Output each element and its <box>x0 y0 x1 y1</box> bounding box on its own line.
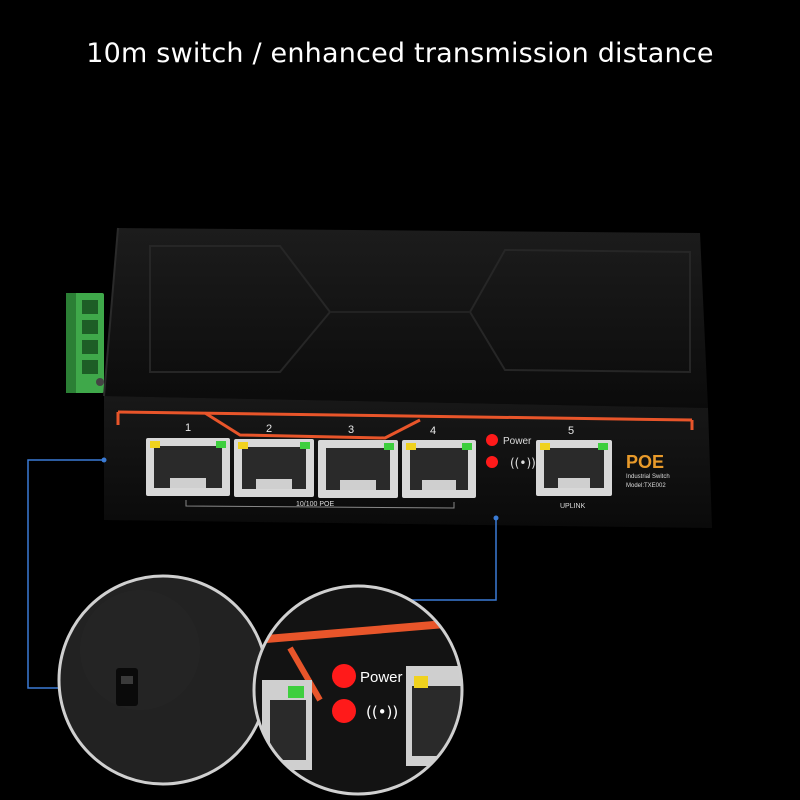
uplink-label: UPLINK <box>560 503 586 510</box>
terminal-block <box>66 293 104 393</box>
port-number-1: 1 <box>185 422 191 434</box>
power-led <box>486 434 498 446</box>
link-led-yellow <box>540 443 550 450</box>
headline: 10m switch / enhanced transmission dista… <box>86 38 714 69</box>
link-led-yellow <box>150 441 160 448</box>
zoom-link-led-green <box>288 686 304 698</box>
model-label: Model:TXE002 <box>626 483 666 489</box>
port-number-3: 3 <box>348 424 354 436</box>
link-led-green <box>384 443 394 450</box>
port-number-4: 4 <box>430 425 436 437</box>
link-led-yellow <box>406 443 416 450</box>
rj45-port-2[interactable] <box>234 439 314 497</box>
link-led-green <box>462 443 472 450</box>
zoom-circle-leds: Power ((•)) <box>252 584 464 796</box>
port-number-5: 5 <box>568 425 574 437</box>
device-subtitle: Industrial Switch <box>626 474 670 480</box>
link-led-green <box>216 441 226 448</box>
rj45-port-3[interactable] <box>318 440 398 498</box>
zoom-power-label: Power <box>360 669 403 686</box>
wireless-signal-icon: ((•)) <box>510 456 536 470</box>
zoom-link-led-yellow <box>414 676 428 688</box>
brand-label: POE <box>626 452 664 472</box>
switch-body <box>96 227 708 408</box>
port-group-label: 10/100 POE <box>296 501 334 508</box>
zoom-power-led <box>332 664 356 688</box>
zoom-circle-clip <box>57 574 269 786</box>
link-led-green <box>598 443 608 450</box>
signal-led <box>486 456 498 468</box>
link-led-yellow <box>238 442 248 449</box>
rj45-port-1[interactable] <box>146 438 230 496</box>
rj45-uplink-port[interactable] <box>536 440 612 496</box>
power-label: Power <box>503 436 532 447</box>
callout-lines <box>27 457 499 689</box>
rj45-port-4[interactable] <box>402 440 476 498</box>
zoom-wireless-signal-icon: ((•)) <box>366 703 398 721</box>
zoom-signal-led <box>332 699 356 723</box>
port-number-2: 2 <box>266 423 272 435</box>
link-led-green <box>300 442 310 449</box>
din-clip-slot <box>116 668 138 706</box>
